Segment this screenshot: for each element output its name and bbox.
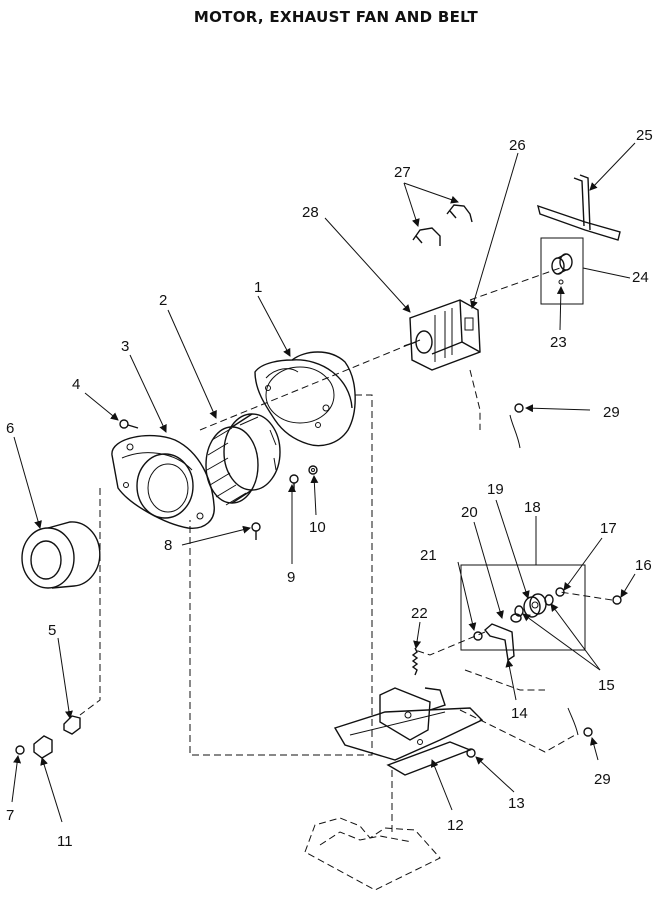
callout-9: 9 (287, 569, 295, 586)
callout-3: 3 (121, 338, 129, 355)
part-20-idler-arm (484, 613, 522, 662)
part-3-housing-plate (111, 434, 215, 529)
callout-22: 22 (411, 605, 428, 622)
callout-27: 27 (394, 164, 411, 181)
part-29-screw-bottom (567, 707, 593, 737)
part-29-screw-top (509, 403, 524, 449)
callout-23: 23 (550, 334, 567, 351)
callout-21: 21 (420, 547, 437, 564)
callout-26: 26 (509, 137, 526, 154)
part-28-motor (403, 299, 481, 371)
callout-12: 12 (447, 817, 464, 834)
page-title: MOTOR, EXHAUST FAN AND BELT (193, 8, 479, 26)
part-8-screw (251, 522, 261, 540)
callout-20: 20 (461, 504, 478, 521)
callout-29-bottom: 29 (594, 771, 611, 788)
part-16-screw (612, 595, 622, 605)
callout-7: 7 (6, 807, 14, 824)
callout-1: 1 (254, 279, 262, 296)
callout-19: 19 (487, 481, 504, 498)
callout-16: 16 (635, 557, 652, 574)
callout-11: 11 (57, 833, 73, 850)
callout-28: 28 (302, 204, 319, 221)
part-9-screw (289, 474, 299, 492)
part-4-screw (119, 419, 139, 429)
callout-2: 2 (159, 292, 167, 309)
part-10-washer (308, 465, 318, 475)
callout-25: 25 (636, 127, 653, 144)
part-11-switch (33, 735, 53, 759)
part-25-belt (537, 174, 621, 241)
part-24-pulley-box (540, 237, 584, 305)
callout-18: 18 (524, 499, 541, 516)
part-22-spring (411, 647, 419, 676)
callout-29-top: 29 (603, 404, 620, 421)
callout-8: 8 (164, 537, 172, 554)
callout-17: 17 (600, 520, 617, 537)
callout-6: 6 (6, 420, 14, 437)
part-21-nut (473, 631, 483, 641)
leader-lines (11, 142, 636, 823)
assembly-lines (79, 267, 613, 835)
callout-14: 14 (511, 705, 528, 722)
part-1-blower-housing (254, 351, 356, 447)
part-7-screw (15, 745, 25, 755)
callout-15: 15 (598, 677, 615, 694)
part-6-seal-ring (21, 521, 101, 589)
callout-5: 5 (48, 622, 56, 639)
callout-labels: 1 2 3 4 5 6 7 8 9 10 11 12 13 14 15 16 1… (6, 127, 653, 850)
callout-4: 4 (72, 376, 80, 393)
part-18-idler-assembly-box (460, 564, 586, 651)
part-17-nut (555, 587, 565, 597)
part-15-washers (514, 594, 554, 617)
base-plate-outline (304, 817, 441, 891)
part-2-fan-wheel (205, 413, 281, 506)
part-13-nut (466, 748, 476, 758)
callout-24: 24 (632, 269, 649, 286)
part-5-thermostat (63, 715, 81, 735)
part-12-motor-mount (333, 687, 484, 776)
callout-13: 13 (508, 795, 525, 812)
callout-10: 10 (309, 519, 326, 536)
part-27-motor-clips (412, 204, 473, 246)
